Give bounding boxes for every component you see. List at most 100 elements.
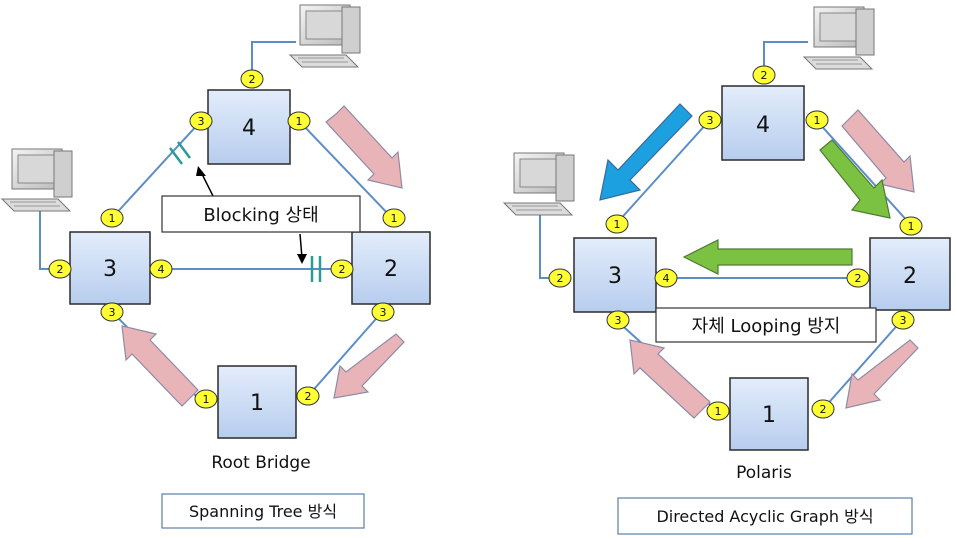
svg-text:2: 2 (339, 263, 346, 276)
flow-arrow-s1-to-s3 (121, 325, 199, 407)
svg-text:1: 1 (296, 115, 303, 128)
caption-text: Directed Acyclic Graph 방식 (656, 507, 873, 526)
svg-text:3: 3 (707, 114, 714, 127)
link-s4-s3 (615, 121, 709, 225)
left-switch-4: 4 (207, 89, 291, 165)
port-badge: 2 (330, 259, 354, 279)
right-flow-arrows (629, 109, 919, 419)
right-switch-2: 2 (869, 237, 951, 311)
computer-icon (289, 4, 361, 68)
port-badge: 2 (811, 399, 835, 419)
switch-label: 2 (903, 264, 917, 289)
port-badge: 1 (287, 111, 311, 131)
left-diagram: 4 3 2 1 Blocking 상태 (1, 4, 431, 529)
port-badge: 1 (899, 216, 923, 236)
link-pc-left-s3 (539, 212, 560, 279)
port-badge: 4 (149, 259, 173, 279)
flow-arrow-s4-to-s2 (325, 105, 403, 189)
svg-text:3: 3 (900, 314, 907, 327)
svg-text:3: 3 (615, 314, 622, 327)
caption-text: Spanning Tree 방식 (189, 502, 337, 521)
port-badge: 2 (752, 65, 776, 85)
port-badge: 3 (100, 302, 124, 322)
switch-label: 3 (608, 264, 622, 289)
port-badge: 3 (698, 110, 722, 130)
right-caption: Directed Acyclic Graph 방식 (617, 497, 913, 535)
port-badge: 2 (548, 268, 572, 288)
link-s4-s3 (111, 121, 201, 219)
green-flow-arrow (819, 139, 891, 219)
link-s4-s2 (299, 121, 393, 219)
svg-text:2: 2 (761, 69, 768, 82)
svg-text:3: 3 (380, 306, 387, 319)
computer-icon (503, 152, 575, 216)
port-badge: 1 (382, 208, 406, 228)
port-badge: 3 (891, 310, 915, 330)
port-badge: 1 (100, 208, 124, 228)
blocking-mark (310, 256, 322, 282)
right-diagram: 4 3 2 1 자체 Looping 방지 2 3 1 1 2 4 3 1 (503, 6, 951, 535)
port-badge: 2 (240, 69, 264, 89)
svg-text:2: 2 (557, 272, 564, 285)
port-badge: 3 (189, 111, 213, 131)
callout-text: 자체 Looping 방지 (692, 316, 841, 337)
svg-text:4: 4 (158, 263, 165, 276)
blue-flow-arrow (599, 103, 693, 201)
switch-label: 4 (242, 116, 256, 141)
port-badge: 1 (194, 389, 218, 409)
right-ports: 2 3 1 1 2 4 3 1 2 3 1 2 (548, 65, 923, 421)
port-badge: 1 (605, 214, 629, 234)
port-badge: 1 (706, 401, 730, 421)
polaris-label: Polaris (736, 463, 792, 483)
svg-text:2: 2 (305, 390, 312, 403)
link-pc-top-s4 (763, 41, 808, 66)
looping-callout: 자체 Looping 방지 (655, 307, 877, 343)
link-s2-s1 (823, 319, 903, 409)
port-badge: 2 (296, 386, 320, 406)
svg-text:3: 3 (198, 115, 205, 128)
svg-text:1: 1 (391, 212, 398, 225)
svg-text:1: 1 (109, 212, 116, 225)
port-badge: 2 (846, 268, 870, 288)
left-flow-arrows (121, 105, 405, 407)
port-badge: 1 (805, 110, 829, 130)
svg-text:2: 2 (820, 403, 827, 416)
link-s2-s1 (307, 311, 383, 397)
left-ports: 2 3 1 1 2 4 3 1 2 3 1 2 (48, 69, 406, 409)
switch-label: 4 (756, 113, 770, 138)
svg-text:2: 2 (249, 73, 256, 86)
callout-text: Blocking 상태 (203, 205, 318, 226)
svg-text:1: 1 (908, 220, 915, 233)
flow-arrow-s4-to-s2 (841, 109, 915, 193)
switch-label: 1 (762, 403, 776, 428)
root-bridge-label: Root Bridge (211, 453, 310, 473)
left-switch-2: 2 (351, 231, 431, 305)
green-flow-arrow (682, 239, 853, 275)
svg-text:1: 1 (715, 405, 722, 418)
blocking-mark (169, 141, 191, 165)
switch-label: 1 (250, 391, 264, 416)
left-caption: Spanning Tree 방식 (161, 493, 365, 529)
left-switch-3: 3 (69, 231, 151, 305)
svg-text:2: 2 (855, 272, 862, 285)
svg-text:4: 4 (663, 272, 670, 285)
svg-text:1: 1 (614, 218, 621, 231)
switch-label: 3 (103, 257, 117, 282)
port-badge: 3 (371, 302, 395, 322)
blocking-callout: Blocking 상태 (161, 166, 361, 264)
computer-icon (803, 6, 875, 70)
right-switch-4: 4 (721, 85, 805, 161)
svg-text:1: 1 (203, 393, 210, 406)
port-badge: 4 (654, 268, 678, 288)
flow-arrow-s2-to-s1 (333, 333, 405, 399)
svg-text:3: 3 (109, 306, 116, 319)
right-switch-3: 3 (573, 237, 657, 313)
left-switch-1: 1 (217, 365, 297, 439)
computer-icon (1, 148, 73, 212)
switch-label: 2 (384, 257, 398, 282)
right-switch-1: 1 (729, 377, 809, 451)
flow-arrow-s2-to-s1 (845, 339, 919, 409)
svg-text:1: 1 (814, 114, 821, 127)
svg-text:2: 2 (57, 263, 64, 276)
